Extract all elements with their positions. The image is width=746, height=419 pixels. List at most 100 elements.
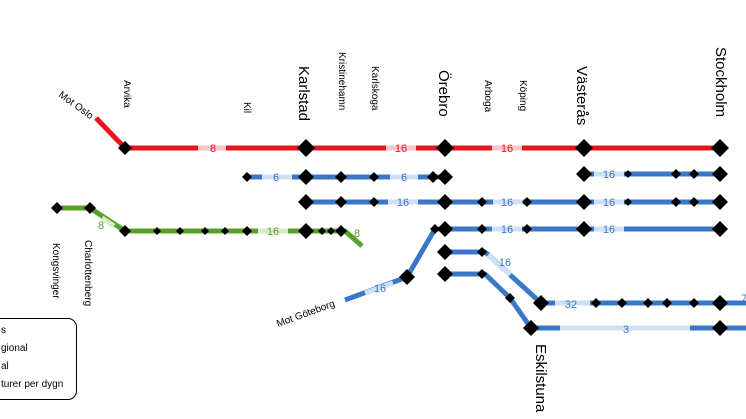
station-node (437, 244, 453, 260)
station-node (477, 197, 487, 207)
legend-item-label: turer per dygn (1, 379, 64, 390)
station-label-arboga: Arboga (482, 80, 493, 113)
station-label-orebro: Örebro (435, 70, 453, 117)
station-node (689, 298, 699, 308)
station-node-charlottenberg (84, 202, 96, 214)
station-node-vasteras (575, 139, 593, 157)
direction-label-oslo: Mot Oslo (56, 90, 95, 123)
station-node (591, 298, 601, 308)
count-label: 16 (395, 143, 407, 155)
station-label-kristinehamn: Kristinehamn (336, 52, 347, 110)
station-node (505, 293, 515, 303)
direction-label-goteborg: Mot Göteborg (275, 299, 336, 330)
station-node (576, 221, 592, 237)
station-node (712, 194, 728, 210)
station-node (437, 221, 453, 237)
station-node (298, 223, 314, 239)
station-node (298, 194, 314, 210)
count-label: 6 (273, 172, 279, 184)
station-node (662, 298, 672, 308)
station-node (712, 221, 728, 237)
station-node (671, 169, 681, 179)
station-label-stockholm: Stockholm (712, 47, 729, 117)
station-node (327, 227, 335, 235)
station-node (201, 227, 209, 235)
station-node (533, 295, 549, 311)
blue-light-segment (364, 280, 394, 296)
station-label-kil: Kil (241, 102, 252, 113)
station-node (176, 227, 184, 235)
legend-item-label: gional (1, 343, 28, 354)
blue-line-goteborg-stockholm (344, 226, 725, 303)
station-node-kongsvinger (51, 202, 63, 214)
station-node (689, 197, 699, 207)
station-node (576, 194, 592, 210)
station-node (477, 247, 487, 257)
station-node (671, 197, 681, 207)
count-label: 32 (565, 299, 577, 311)
station-label-koping: Köping (517, 80, 528, 111)
station-label-karlskoga: Karlskoga (369, 66, 380, 111)
station-node (522, 197, 532, 207)
count-label: 16 (267, 226, 279, 238)
station-node (437, 169, 453, 185)
count-label: 16 (501, 224, 513, 236)
station-node (689, 169, 699, 179)
station-node (335, 196, 347, 208)
station-node (437, 194, 453, 210)
count-label: 16 (603, 197, 615, 209)
legend-item-label: s (1, 325, 6, 336)
station-node-orebro (436, 139, 454, 157)
count-label: 3 (623, 324, 629, 336)
station-node (427, 171, 439, 183)
station-node (437, 266, 453, 282)
station-node (617, 298, 627, 308)
station-labels: Arvika Kil Karlstad Kristinehamn Karlsko… (50, 47, 729, 413)
legend: s gional al turer per dygn (0, 318, 77, 400)
station-node (298, 169, 314, 185)
red-line-oslo-stockholm (94, 116, 725, 151)
station-label-eskilstuna: Eskilstuna (532, 344, 549, 413)
station-node (477, 224, 487, 234)
station-node-karlstad (297, 139, 315, 157)
count-label: 16 (374, 283, 386, 295)
station-node (712, 166, 728, 182)
station-node (153, 227, 161, 235)
station-node (624, 170, 632, 178)
count-label: 16 (501, 197, 513, 209)
count-label: 16 (603, 224, 615, 236)
count-label: 16 (501, 143, 513, 155)
station-label-arvika: Arvika (121, 80, 132, 108)
station-node (221, 227, 229, 235)
station-node-arvika (118, 141, 132, 155)
station-node (522, 224, 532, 234)
station-label-vasteras: Västerås (573, 66, 590, 125)
station-node (369, 172, 379, 182)
station-node (643, 298, 653, 308)
count-label: 8 (210, 143, 216, 155)
station-node (242, 172, 252, 182)
station-node (369, 197, 379, 207)
legend-item-label: al (1, 361, 9, 372)
count-label: 8 (98, 220, 104, 232)
count-label: 7 (741, 293, 746, 305)
station-node (119, 225, 131, 237)
count-label: 8 (354, 228, 360, 240)
station-node (576, 166, 592, 182)
station-node (477, 269, 487, 279)
count-label: 6 (401, 172, 407, 184)
station-node (624, 198, 632, 206)
green-light-segment (100, 215, 116, 229)
station-node (318, 227, 326, 235)
count-label: 16 (397, 197, 409, 209)
station-node (430, 224, 440, 234)
station-node (712, 295, 728, 311)
station-node (399, 269, 415, 285)
station-node (242, 226, 252, 236)
station-node-stockholm (711, 139, 729, 157)
train-counts: 8 16 16 6 6 16 16 16 16 8 16 8 16 16 16 … (98, 143, 746, 336)
station-node-eskilstuna (523, 320, 539, 336)
station-label-kongsvinger: Kongsvinger (50, 243, 61, 299)
station-node (335, 171, 347, 183)
